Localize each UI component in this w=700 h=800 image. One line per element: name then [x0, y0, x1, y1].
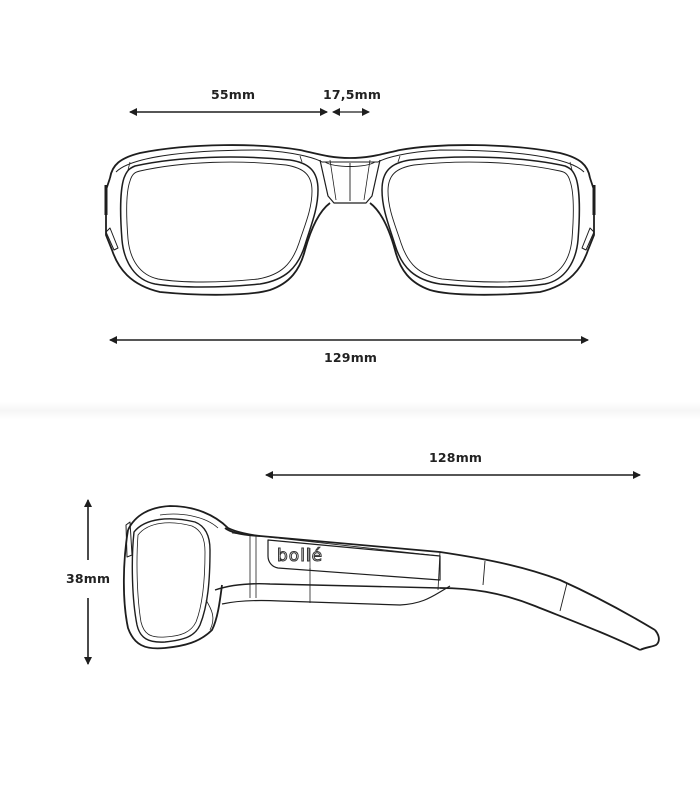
temple-length-label: 128mm [429, 450, 483, 465]
brand-logo: bollé [276, 546, 324, 567]
side-view-glasses [122, 505, 660, 651]
section-divider [0, 402, 700, 420]
front-view-glasses [104, 144, 596, 296]
total-width-label: 129mm [324, 350, 378, 365]
lens-width-label: 55mm [211, 87, 256, 102]
bridge-width-label: 17,5mm [323, 87, 382, 102]
lens-height-label: 38mm [66, 571, 111, 586]
